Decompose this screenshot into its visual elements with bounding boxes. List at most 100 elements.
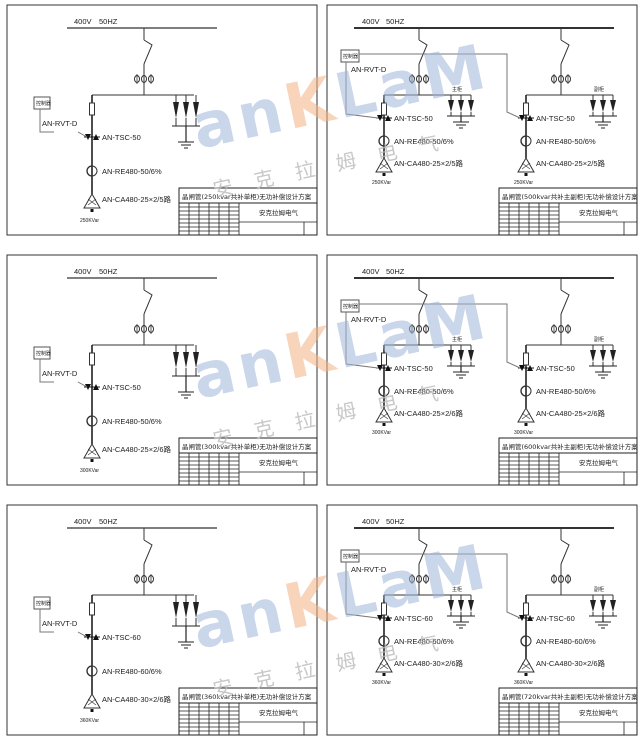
cabinet-label: 副柜 — [594, 336, 604, 343]
capacitor-terminal — [382, 173, 386, 176]
scheme-panel-2: 晶闸管(500kvar共补主副柜)无功补偿设计方案安克拉姆电气 400V 50HZ A… — [324, 2, 640, 242]
capacitor-bank-icon — [83, 692, 101, 709]
rvt-label: AN-RVT-D — [351, 315, 387, 324]
reactor-label: AN-RE480-50/6% — [102, 167, 162, 176]
breaker-switch-icon — [143, 539, 153, 565]
rvt-label: AN-RVT-D — [42, 619, 78, 628]
capacitor-terminal — [90, 209, 94, 212]
fuse-icon — [381, 602, 387, 616]
capacitor-mark — [521, 412, 531, 420]
rvt-label: AN-RVT-D — [351, 565, 387, 574]
control-wire — [359, 553, 521, 619]
capacitor-bank-icon — [83, 192, 101, 209]
bus-voltage-label: 400V — [74, 517, 92, 526]
controller-label: 控制器 — [343, 553, 358, 560]
capacitor-label: AN-CA480-30×2/6路 — [102, 694, 171, 704]
scheme-title: 晶闸管(500kvar共补主副柜)无功补偿设计方案 — [502, 192, 638, 201]
cabinet-label: 主柜 — [452, 86, 462, 93]
capacity-label: 360KVar — [80, 718, 99, 724]
scheme-panel-6: 晶闸管(720kvar共补主副柜)无功补偿设计方案安克拉姆电气 400V 50HZ A… — [324, 502, 640, 742]
cabinet-label: 副柜 — [594, 586, 604, 593]
reactor-label: AN-RE480-60/6% — [394, 637, 454, 646]
surge-arrester-icon — [610, 100, 616, 112]
reactor-icon — [378, 385, 390, 397]
scheme-title: 晶闸管(720kvar共补主副柜)无功补偿设计方案 — [502, 692, 638, 701]
capacitor-bank-icon — [517, 156, 535, 173]
capacitor-label: AN-CA480-25×2/5路 — [536, 158, 605, 168]
reactor-icon — [86, 665, 98, 677]
breaker-switch-icon — [560, 289, 570, 315]
capacitor-terminal — [524, 423, 528, 426]
capacitor-mark — [379, 162, 389, 170]
surge-arrester-icon — [448, 350, 454, 362]
rvt-label: AN-RVT-D — [42, 369, 78, 378]
tsc-label: AN-TSC-50 — [394, 364, 433, 373]
controller-box — [340, 549, 360, 563]
controller-box — [33, 596, 51, 610]
capacitor-mark — [521, 162, 531, 170]
surge-arrester-icon — [183, 352, 189, 368]
thyristor-icon — [519, 615, 533, 621]
reactor-icon — [378, 135, 390, 147]
scheme-panel-4: 晶闸管(600kvar共补主副柜)无功补偿设计方案安克拉姆电气 400V 50HZ A… — [324, 252, 640, 492]
bus-frequency-label: 50HZ — [99, 17, 118, 26]
thyristor-icon — [377, 115, 391, 121]
reactor-icon — [378, 635, 390, 647]
controller-label: 控制器 — [36, 600, 51, 607]
surge-arrester-icon — [590, 100, 596, 112]
company-name: 安克拉姆电气 — [259, 708, 299, 717]
current-transformer-icon — [416, 75, 422, 83]
bus-frequency-label: 50HZ — [386, 267, 405, 276]
current-transformer-icon — [558, 325, 564, 333]
fuse-icon — [523, 102, 529, 116]
current-transformer-icon — [416, 325, 422, 333]
cabinet-label: 主柜 — [452, 586, 462, 593]
surge-arrester-icon — [173, 352, 179, 368]
surge-arrester-icon — [458, 600, 464, 612]
bus-frequency-label: 50HZ — [386, 17, 405, 26]
breaker-switch-icon — [418, 39, 428, 65]
capacitor-bank-icon — [83, 442, 101, 459]
reactor-icon — [86, 165, 98, 177]
company-name: 安克拉姆电气 — [259, 208, 299, 217]
reactor-label: AN-RE480-50/6% — [102, 417, 162, 426]
breaker-switch-icon — [560, 39, 570, 65]
surge-arrester-icon — [183, 102, 189, 118]
controller-label: 控制器 — [36, 100, 51, 107]
bus-voltage-label: 400V — [362, 517, 380, 526]
controller-label: 控制器 — [343, 53, 358, 60]
capacitor-terminal — [524, 173, 528, 176]
drawing-frame — [326, 254, 638, 486]
cabinet-label: 副柜 — [594, 86, 604, 93]
company-name: 安克拉姆电气 — [579, 708, 619, 717]
control-wire — [77, 131, 88, 138]
current-transformer-icon — [141, 575, 147, 583]
surge-arrester-icon — [590, 600, 596, 612]
surge-arrester-icon — [448, 600, 454, 612]
bus-frequency-label: 50HZ — [386, 517, 405, 526]
tsc-label: AN-TSC-50 — [536, 364, 575, 373]
bus-voltage-label: 400V — [362, 267, 380, 276]
thyristor-icon — [377, 615, 391, 621]
bus-voltage-label: 400V — [362, 17, 380, 26]
controller-label: 控制器 — [343, 303, 358, 310]
thyristor-icon — [377, 365, 391, 371]
current-transformer-icon — [558, 75, 564, 83]
fuse-icon — [523, 602, 529, 616]
surge-arrester-icon — [183, 602, 189, 618]
scheme-title: 晶闸管(600kvar共补主副柜)无功补偿设计方案 — [502, 442, 638, 451]
rvt-label: AN-RVT-D — [351, 65, 387, 74]
rvt-label: AN-RVT-D — [42, 119, 78, 128]
capacitor-mark — [87, 448, 97, 456]
surge-arrester-icon — [468, 100, 474, 112]
surge-arrester-icon — [173, 602, 179, 618]
